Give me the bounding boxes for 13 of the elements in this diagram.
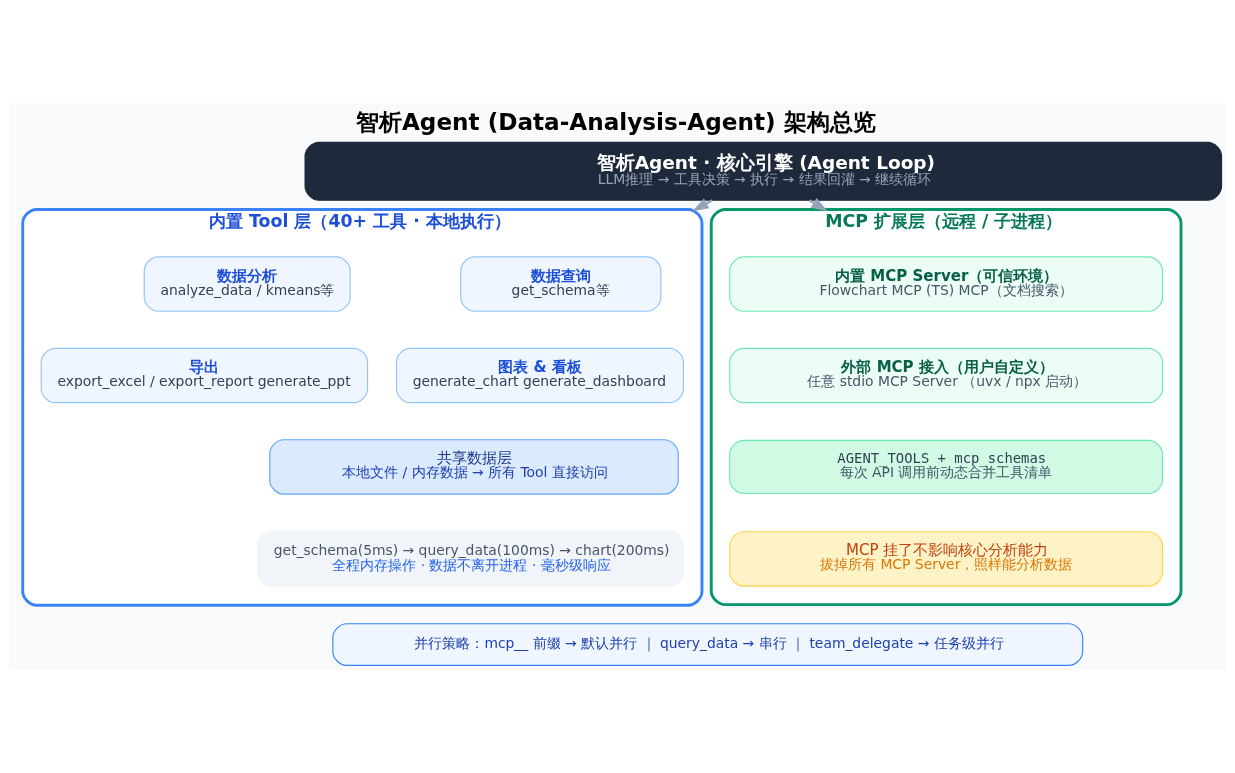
node-box: 并行策略：mcp__ 前缀 → 默认并行 ｜ query_data → 串行 ｜ team_delegate → 任务级并行	[332, 623, 1084, 666]
arrow	[692, 198, 713, 212]
node-box: AGENT_TOOLS + mcp_schemas 每次 API 调用前动态合并工具清单	[729, 439, 1164, 495]
node-box: 外部 MCP 接入（用户自定义） 任意 stdio MCP Server （uvx / npx 启动）	[729, 347, 1164, 404]
node-box: 共享数据层 本地文件 / 内存数据 → 所有 Tool 直接访问	[269, 439, 679, 495]
node-box: 数据查询 get_schema等	[460, 256, 662, 312]
node-box: 导出 export_excel / export_report generate_ppt	[40, 347, 369, 404]
node-box: 数据分析 analyze_data / kmeans等	[143, 256, 351, 312]
node-box: 内置 MCP Server（可信环境） Flowchart MCP (TS) MCP（文档搜索）	[729, 256, 1164, 312]
diagram-title: 智析Agent (Data-Analysis-Agent) 架构总览	[355, 108, 876, 135]
node-box: 图表 & 看板 generate_chart generate_dashboard	[395, 347, 685, 404]
node-box: 智析Agent · 核心引擎 (Agent Loop) LLM推理 → 工具决策 → 执行 → 结果回灌 → 继续循环	[304, 141, 1223, 201]
node-box: MCP 挂了不影响核心分析能力 拔掉所有 MCP Server，照样能分析数据	[729, 531, 1164, 587]
